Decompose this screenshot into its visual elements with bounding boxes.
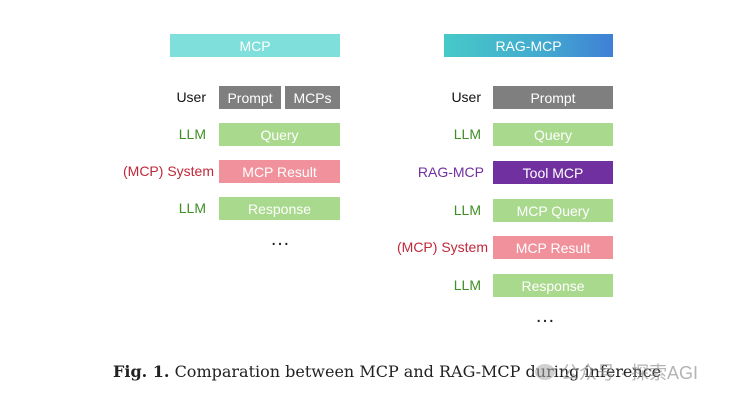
rag-mcp-header: RAG-MCP — [444, 34, 613, 57]
left-user-label: User — [176, 89, 206, 105]
watermark-text: 公众号 · 探索AGI — [561, 363, 699, 383]
left-response-box: Response — [219, 197, 340, 220]
left-query-box: Query — [219, 123, 340, 146]
right-tool-mcp-box: Tool MCP — [493, 161, 613, 184]
right-prompt-box: Prompt — [493, 86, 613, 109]
right-response-box: Response — [493, 274, 613, 297]
left-llm-label-2: LLM — [178, 200, 206, 216]
right-llm-label-3: LLM — [453, 277, 481, 293]
watermark: 公众号 · 探索AGI — [535, 359, 698, 385]
left-mcps-box: MCPs — [285, 86, 340, 109]
right-query-box: Query — [493, 123, 613, 146]
right-user-label: User — [451, 89, 481, 105]
left-ellipsis: … — [270, 228, 291, 250]
right-llm-label-2: LLM — [453, 202, 481, 218]
right-llm-label-1: LLM — [453, 126, 481, 142]
mcp-header: MCP — [170, 34, 340, 57]
right-mcp-query-box: MCP Query — [493, 199, 613, 222]
left-llm-label-1: LLM — [178, 126, 206, 142]
right-ragmcp-label: RAG-MCP — [417, 164, 484, 180]
caption-prefix: Fig. 1. — [113, 362, 170, 381]
left-prompt-box: Prompt — [219, 86, 281, 109]
left-mcp-result-box: MCP Result — [219, 160, 340, 183]
wechat-icon — [535, 364, 555, 380]
left-system-label: (MCP) System — [123, 163, 214, 179]
right-system-label: (MCP) System — [397, 239, 488, 255]
right-mcp-result-box: MCP Result — [493, 236, 613, 259]
right-ellipsis: … — [535, 305, 556, 327]
